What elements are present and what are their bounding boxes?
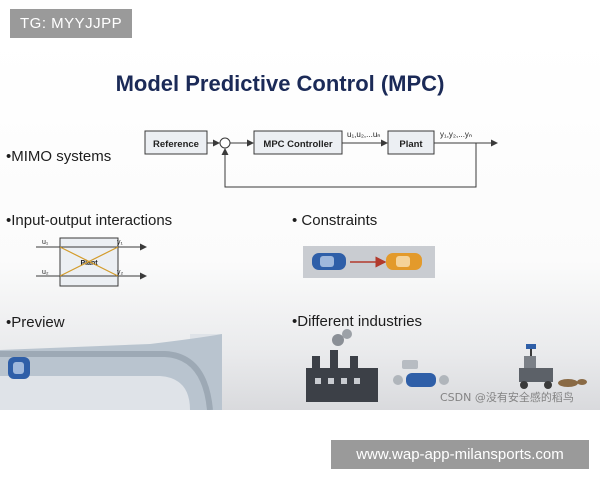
bullet-preview: •Preview — [6, 314, 65, 331]
mpc-slide: Model Predictive Control (MPC) •MIMO sys… — [0, 38, 600, 410]
orange-car-icon — [386, 253, 422, 270]
io-u1: u₁ — [42, 239, 49, 246]
bullet-constraints: • Constraints — [292, 212, 377, 229]
slide-canvas: Model Predictive Control (MPC) •MIMO sys… — [0, 71, 587, 410]
slide-title: Model Predictive Control (MPC) — [116, 71, 445, 96]
industries-illustration — [306, 329, 587, 402]
io-cross-2 — [59, 246, 119, 277]
csdn-watermark: CSDN @没有安全感的稻鸟 — [440, 391, 574, 404]
feedback-path — [221, 143, 477, 188]
top-left-tag: TG: MYYJJPP — [10, 9, 133, 38]
robot-rover-icon — [519, 344, 553, 389]
blue-car-icon — [312, 253, 346, 270]
preview-car-icon — [8, 357, 30, 379]
controller-label: MPC Controller — [263, 139, 332, 150]
control-loop-diagram: Reference MPC Controller u₁,u₂,...uₙ Pla… — [144, 130, 498, 188]
constraints-illustration — [303, 246, 435, 278]
outputs-label: y₁,y₂,...yₙ — [440, 130, 472, 139]
bullet-io-interactions: •Input-output interactions — [6, 212, 172, 229]
bullet-industries: •Different industries — [292, 313, 422, 330]
io-y2: y₂ — [117, 269, 124, 276]
bottom-right-tag: www.wap-app-milansports.com — [331, 440, 589, 469]
factory-icon — [306, 329, 378, 402]
drone-bird-icon — [558, 379, 587, 387]
io-u2: u₂ — [42, 269, 49, 276]
io-y1: y₁ — [117, 239, 124, 246]
summing-junction — [219, 137, 231, 149]
inputs-label: u₁,u₂,...uₙ — [347, 130, 380, 139]
automotive-car-icon — [393, 360, 449, 387]
preview-road-illustration — [0, 334, 222, 410]
io-plant-label: Plant — [80, 260, 98, 267]
io-interaction-diagram: Plant u₁ u₂ y₁ y₂ — [36, 237, 147, 287]
plant-label: Plant — [399, 139, 423, 150]
bullet-mimo: •MIMO systems — [6, 148, 111, 165]
reference-label: Reference — [153, 139, 199, 150]
